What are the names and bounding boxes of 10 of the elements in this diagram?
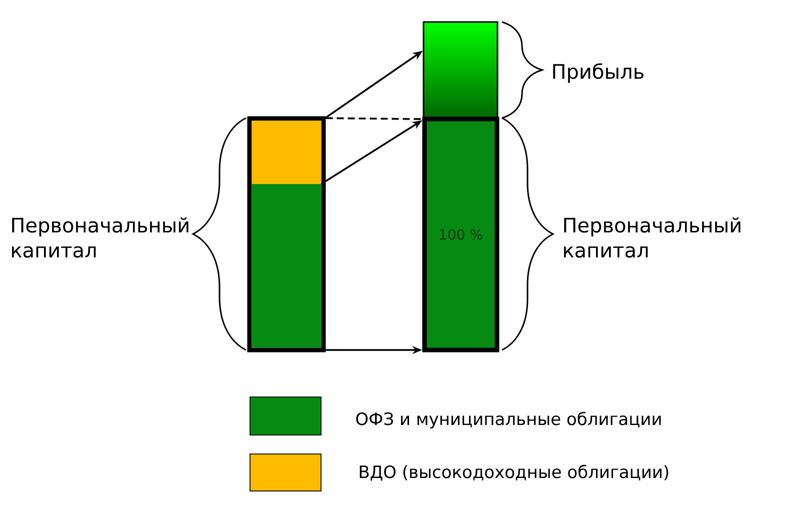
bar: 100 %	[422, 116, 500, 352]
side-label: Первоначальный капитал	[12, 217, 188, 258]
bar-segment	[252, 120, 322, 184]
legend-label: ВДО (высокодоходные облигации)	[360, 464, 668, 481]
side-label: Прибыль	[553, 63, 644, 83]
side-label: Первоначальный капитал	[564, 217, 740, 258]
bar-segment	[252, 184, 322, 348]
dashed-line	[326, 117, 422, 120]
legend-label: ОФЗ и муниципальные облигации	[356, 412, 661, 429]
stacked-bar	[247, 116, 326, 352]
